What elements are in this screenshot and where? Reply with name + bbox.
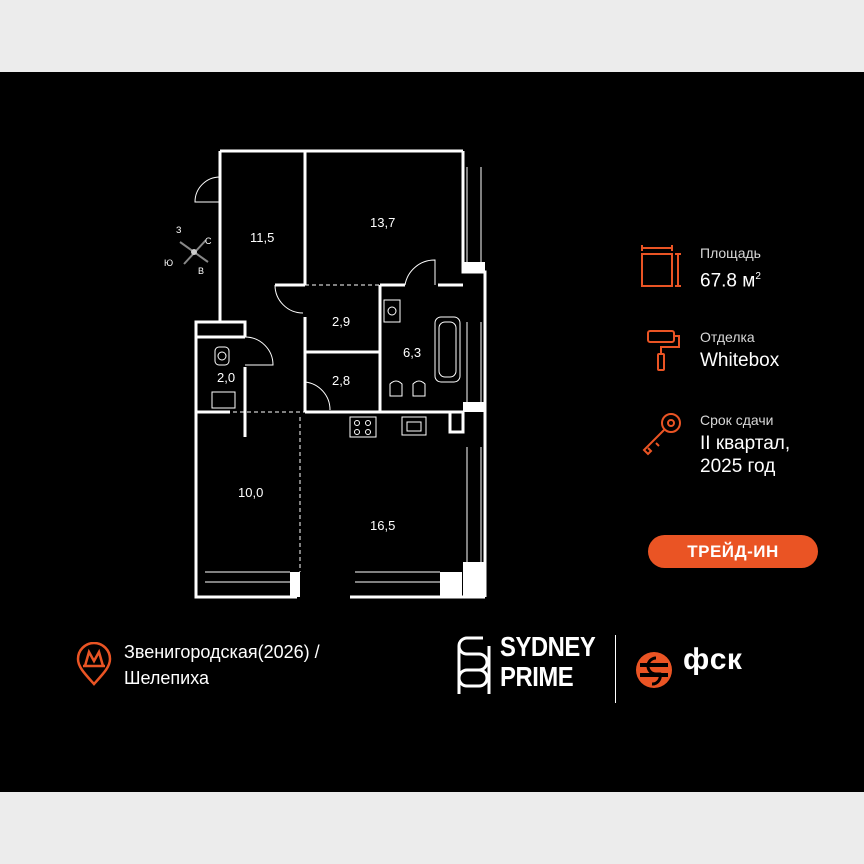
room-area-wardrobe: 2,8 <box>332 373 350 388</box>
area-value: 67.8 м <box>700 270 756 292</box>
fsk-logo-icon <box>636 652 672 688</box>
trade-in-button[interactable]: ТРЕЙД-ИН <box>648 535 818 568</box>
room-area-bedroom: 13,7 <box>370 215 395 230</box>
fsk-wordmark: фск <box>683 643 743 676</box>
sydney-prime-logo-icon <box>457 636 491 694</box>
room-area-kitchen-living: 16,5 <box>370 518 395 533</box>
room-area-wc: 2,0 <box>217 370 235 385</box>
project-name-line1: SYDNEY <box>500 631 596 662</box>
compass-icon: З С Ю В <box>164 225 212 276</box>
compass-north: С <box>205 236 212 246</box>
deadline-label: Срок сдачи <box>700 412 774 428</box>
area-unit-sup: 2 <box>755 271 761 282</box>
project-name-line2: PRIME <box>500 661 574 692</box>
floor-plan: 11,5 13,7 2,9 2,8 6,3 2,0 10,0 16,5 З С … <box>164 149 487 599</box>
finish-label: Отделка <box>700 329 755 345</box>
room-area-hall: 11,5 <box>250 230 274 245</box>
deadline-value-line2: 2025 год <box>700 456 776 477</box>
deadline-value-line1: II квартал, <box>700 433 791 454</box>
room-area-room: 10,0 <box>238 485 263 500</box>
key-icon <box>642 413 681 456</box>
compass-east: В <box>198 266 204 276</box>
paint-roller-icon <box>647 330 680 371</box>
room-area-corridor: 2,9 <box>332 314 350 329</box>
finish-value: Whitebox <box>700 350 780 371</box>
area-icon <box>641 245 681 287</box>
area-label: Площадь <box>700 245 761 261</box>
room-area-bathroom: 6,3 <box>403 345 421 360</box>
compass-west: З <box>176 225 181 235</box>
metro-line2: Шелепиха <box>124 668 210 688</box>
listing-card: 11,5 13,7 2,9 2,8 6,3 2,0 10,0 16,5 З С … <box>0 72 864 792</box>
logo-divider <box>615 635 616 703</box>
sydney-prime-wordmark: SYDNEY PRIME <box>500 631 596 692</box>
metro-line1: Звенигородская(2026) / <box>124 642 320 662</box>
metro-stations: Звенигородская(2026) / Шелепиха <box>124 639 320 691</box>
metro-icon <box>76 642 112 686</box>
compass-south: Ю <box>164 258 173 268</box>
